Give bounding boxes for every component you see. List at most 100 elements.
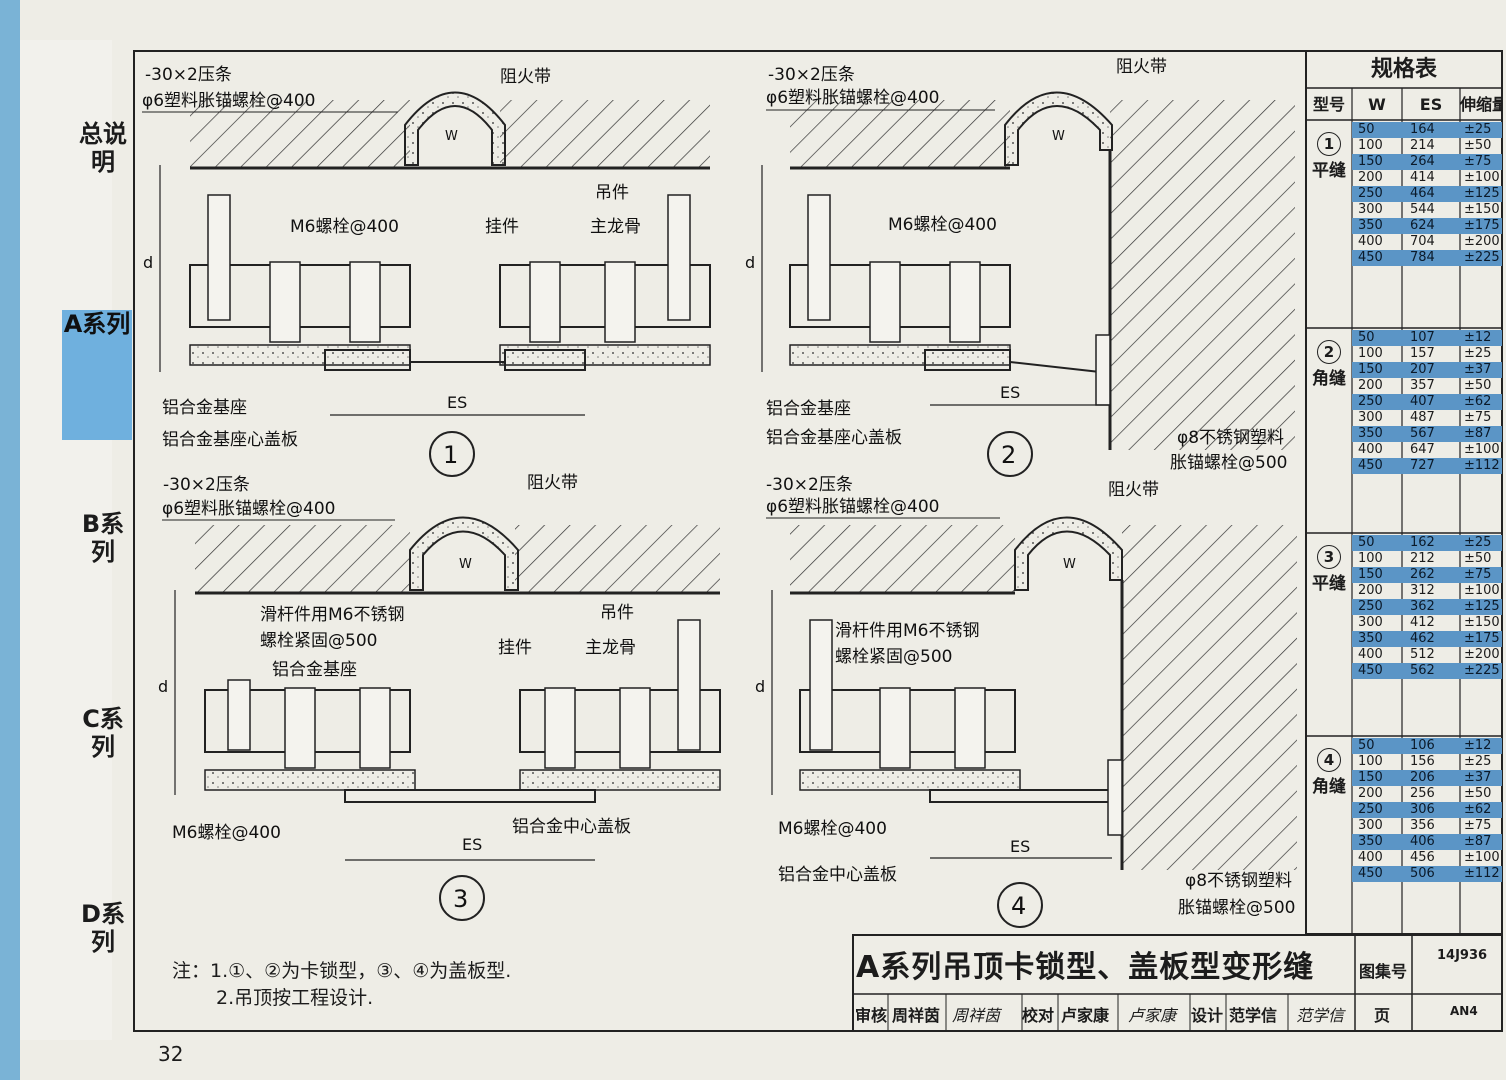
callout-m6-bolt: M6螺栓@400 [778,819,887,839]
tab-a-series[interactable]: A系列 [62,310,132,440]
cell-range: ±37 [1464,770,1492,785]
callout-ss-anchor-2: 胀锚螺栓@500 [1170,453,1287,473]
checker-name: 卢家康 [1061,1006,1110,1025]
callout-anchor-bolt: φ6塑料胀锚螺栓@400 [142,91,315,111]
group-number: 1 [1317,132,1341,156]
cell-range: ±125 [1464,186,1500,201]
fire-band [404,91,506,166]
cell-range: ±50 [1464,378,1492,393]
drawing-frame [133,50,1503,1032]
cell-w: 400 [1358,234,1383,249]
detail-1: W d ES 1 -30×2压条 φ6塑料胀锚螺栓@400 阻火带 吊件 [142,65,711,477]
callout-m6-bolt: M6螺栓@400 [888,215,997,235]
cell-w: 250 [1358,802,1383,817]
callout-clip: 挂件 [498,638,532,658]
cell-es: 212 [1410,551,1435,566]
cell-w: 350 [1358,834,1383,849]
callout-ss-anchor-2: 胀锚螺栓@500 [1178,898,1295,918]
designer-name: 范学信 [1229,1006,1278,1025]
detail-marker-3 [439,875,485,921]
cell-es: 312 [1410,583,1435,598]
col-header-type: 型号 [1312,95,1345,114]
d-dimension: d [158,677,168,696]
cell-range: ±112 [1464,866,1500,881]
cell-es: 207 [1410,362,1435,377]
callout-base-cover: 铝合金基座心盖板 [162,430,298,450]
callout-m6-bolt: M6螺栓@400 [172,823,281,843]
cell-w: 200 [1358,786,1383,801]
callout-strip: -30×2压条 [766,475,853,495]
cell-es: 357 [1410,378,1435,393]
checker-signature: 卢家康 [1128,1006,1177,1025]
center-cover [929,789,1111,803]
tab-b-series[interactable]: B系列 [81,510,125,566]
fire-band [409,516,519,591]
cell-w: 200 [1358,170,1383,185]
tab-c-series[interactable]: C系列 [82,705,124,761]
detail-number-3: 3 [453,885,468,913]
hanger [807,194,831,321]
spec-table-title: 规格表 [1370,57,1437,82]
cell-range: ±25 [1464,122,1492,137]
hanger [227,679,251,751]
cell-range: ±87 [1464,834,1492,849]
cell-w: 300 [1358,410,1383,425]
callout-main-keel: 主龙骨 [585,638,636,658]
group-name: 平缝 [1312,574,1346,594]
cell-w: 150 [1358,362,1383,377]
cell-es: 704 [1410,234,1435,249]
cell-range: ±87 [1464,426,1492,441]
callout-strip: -30×2压条 [145,65,232,85]
cell-es: 106 [1410,738,1435,753]
callout-base: 铝合金基座 [272,660,357,680]
es-dimension: ES [447,393,467,412]
cell-w: 400 [1358,442,1383,457]
cell-es: 164 [1410,122,1435,137]
review-label: 审核 [855,1006,888,1025]
cell-range: ±200 [1464,234,1500,249]
cell-es: 487 [1410,410,1435,425]
tab-general[interactable]: 总说明 [79,120,127,176]
notes: 注：1.①、②为卡锁型，③、④为盖板型. 2.吊顶按工程设计. [172,958,511,1012]
callout-ss-anchor: φ8不锈钢塑料 [1177,428,1284,448]
callout-slide-2: 螺栓紧固@500 [260,631,377,651]
cell-w: 150 [1358,154,1383,169]
cell-es: 406 [1410,834,1435,849]
group-number: 2 [1317,340,1341,364]
cell-w: 300 [1358,615,1383,630]
page-code: AN4 [1450,1004,1478,1018]
group-label: 2 角缝 [1306,340,1352,389]
hanger [667,194,691,321]
callout-fire-band: 阻火带 [500,67,551,87]
cell-es: 107 [1410,330,1435,345]
cell-es: 464 [1410,186,1435,201]
w-label: W [445,129,458,144]
hanger [207,194,231,321]
cell-es: 306 [1410,802,1435,817]
cell-w: 350 [1358,631,1383,646]
tab-d-series[interactable]: D系列 [81,900,125,956]
detail-marker-1 [429,431,475,477]
cell-w: 250 [1358,186,1383,201]
group-name: 角缝 [1312,369,1346,389]
cell-w: 200 [1358,378,1383,393]
callout-base-cover: 铝合金基座心盖板 [766,428,902,448]
callout-base: 铝合金基座 [162,398,247,418]
cell-w: 350 [1358,426,1383,441]
